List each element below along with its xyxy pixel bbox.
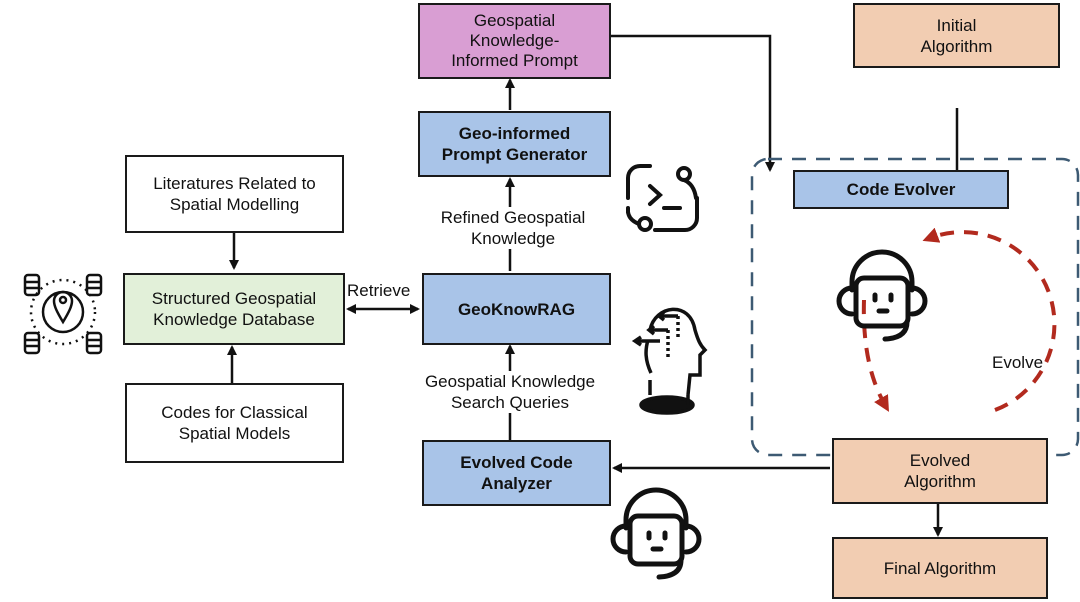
code-evolver-box: Code Evolver xyxy=(793,170,1009,209)
code-terminal-icon xyxy=(626,164,699,232)
final-algorithm-box: Final Algorithm xyxy=(832,537,1048,599)
evolve-label: Evolve xyxy=(992,353,1044,372)
evolved-algorithm-box: Evolved Algorithm xyxy=(832,438,1048,504)
geoknowrag-box: GeoKnowRAG xyxy=(422,273,611,345)
arrow-prompt-to-evolver xyxy=(611,34,775,172)
literatures-box: Literatures Related to Spatial Modelling xyxy=(125,155,344,233)
classical-codes-box: Codes for Classical Spatial Models xyxy=(125,383,344,463)
evolve-cycle xyxy=(861,227,1057,412)
robot-headset-icon xyxy=(836,249,928,342)
refined-knowledge-label: Refined Geospatial Knowledge xyxy=(425,207,601,249)
search-queries-label: Geospatial Knowledge Search Queries xyxy=(410,371,610,413)
informed-prompt-box: Geospatial Knowledge- Informed Prompt xyxy=(418,3,611,79)
thinking-head-icon xyxy=(631,307,708,415)
robot-headset-icon-bottom xyxy=(610,487,702,580)
prompt-generator-box: Geo-informed Prompt Generator xyxy=(418,111,611,177)
retrieve-label: Retrieve xyxy=(347,281,411,300)
initial-algorithm-box: Initial Algorithm xyxy=(853,3,1060,68)
geo-database-icon xyxy=(23,273,103,355)
knowledge-database-box: Structured Geospatial Knowledge Database xyxy=(123,273,345,345)
code-analyzer-box: Evolved Code Analyzer xyxy=(422,440,611,506)
